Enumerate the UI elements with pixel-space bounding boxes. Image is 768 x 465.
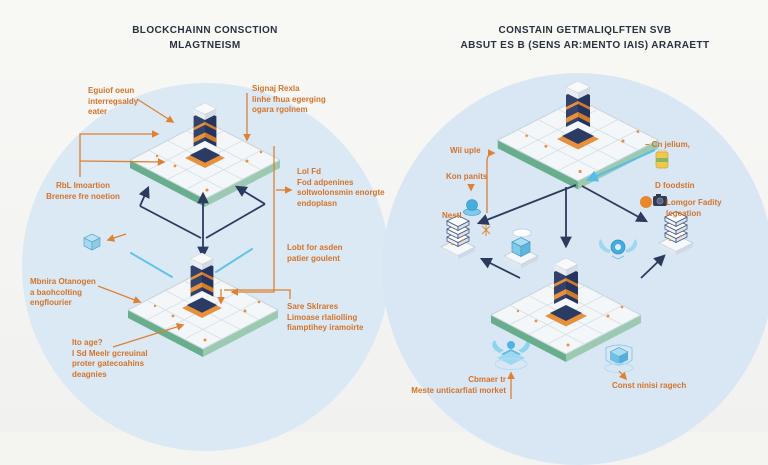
left-panel-title: BLOCKCHAINN CONSCTION MLAGTNEISM (132, 25, 278, 51)
crate-icon (604, 344, 634, 373)
label-lolfd: Lol Fd Fod adpenines soltwolonsmin enorg… (297, 167, 385, 208)
water-splash-icon (463, 199, 481, 216)
label-mbnira: Mbnira Otanogen a baohcolting engflourie… (30, 277, 96, 308)
left-server-stack-icon (440, 215, 476, 260)
right-annotation-lines (467, 149, 628, 399)
label-sare: Sare Sklrares Limoase rlaliolling fiampt… (287, 302, 364, 333)
left-cyan-lines (130, 248, 253, 278)
label-wil-uple: Wil uple (450, 146, 481, 155)
fountain-icon (492, 340, 530, 370)
right-flow-arrows (476, 184, 666, 279)
orange-dot-icon (640, 196, 652, 208)
label-cbmaer: Cbmaer tr Meste unticarfiati morket (411, 375, 506, 395)
jar-icon (655, 149, 669, 169)
label-rbl: RbL Imoartion Brenere fre noetion (46, 181, 120, 201)
left-flow-arrows (138, 185, 266, 259)
label-lomgor: Lomgor Fadity legeation (666, 198, 722, 218)
label-kon-panits: Kon panits (446, 172, 488, 181)
isometric-diagram (79, 80, 694, 399)
label-d-foodstin: D foodstin (655, 181, 695, 190)
label-itoage: Ito age? I Sd Meelr gcreuinal proter gat… (72, 338, 148, 379)
cube-icon (83, 233, 101, 251)
label-signaj: Signaj Rexla linhe fhua egerging ogara r… (252, 84, 326, 115)
sparkle-icon (481, 224, 491, 236)
label-eguiof: Eguiof oeun interregsaldy eater (88, 86, 139, 117)
left-annotation-lines (79, 93, 293, 348)
winged-gauge-icon (598, 239, 638, 260)
ice-cube-icon (503, 228, 539, 269)
label-const: Const ninisi ragech (612, 381, 687, 390)
right-panel-title: CONSTAIN GETMALIQLFTEN SVB ABSUT ES B (S… (460, 25, 710, 51)
label-cn-jelium: – Cn jelium, (645, 140, 690, 149)
camera-icon (653, 194, 667, 206)
label-lobt: Lobt for asden patier goulent (287, 243, 343, 263)
right-cyan-arrow (585, 149, 656, 182)
label-nestl: Nestl (442, 211, 462, 220)
